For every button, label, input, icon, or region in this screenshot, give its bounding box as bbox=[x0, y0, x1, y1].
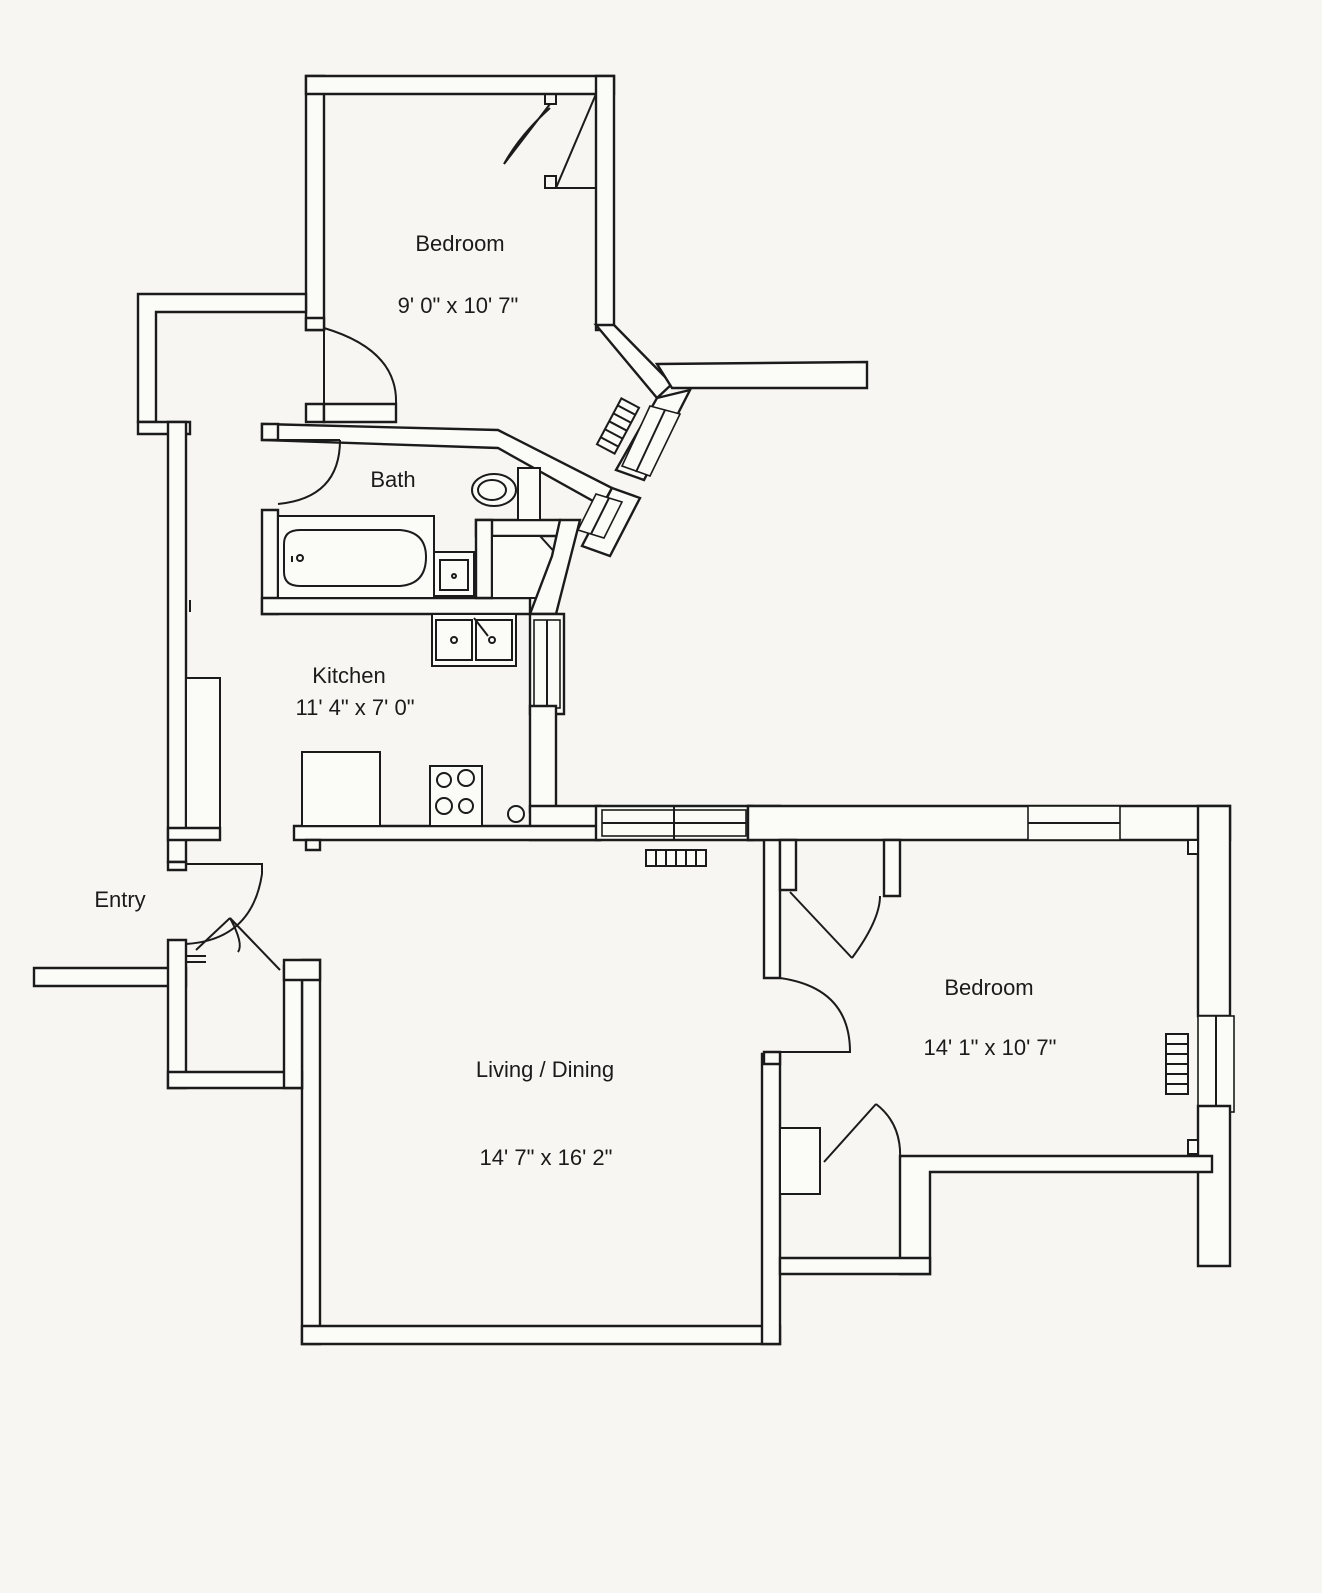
kitchen-sink bbox=[431, 613, 517, 667]
refrigerator bbox=[301, 751, 381, 827]
bath-walls bbox=[260, 422, 614, 616]
bedroom-2-name: Bedroom bbox=[944, 975, 1033, 1000]
kitchen-name: Kitchen bbox=[312, 663, 385, 688]
bedroom-1-name: Bedroom bbox=[415, 231, 504, 256]
bedroom-2-dimensions: 14' 1" x 10' 7" bbox=[924, 1035, 1057, 1060]
stove bbox=[429, 765, 525, 827]
hallway-walls bbox=[136, 292, 398, 864]
bathtub bbox=[277, 515, 435, 599]
entry-walls bbox=[32, 860, 322, 1090]
diagonal-exterior-wall bbox=[528, 388, 693, 616]
entry-name: Entry bbox=[94, 887, 145, 912]
living-dining-dimensions: 14' 7" x 16' 2" bbox=[480, 1145, 613, 1170]
kitchen-dimensions: 11' 4" x 7' 0" bbox=[295, 695, 414, 720]
bedroom-1-dimensions: 9' 0" x 10' 7" bbox=[398, 293, 519, 318]
living-dining-name: Living / Dining bbox=[476, 1057, 614, 1082]
bath-sink bbox=[433, 551, 475, 597]
bedroom-2-walls bbox=[746, 804, 1235, 1276]
bath-name: Bath bbox=[370, 467, 415, 492]
toilet bbox=[471, 467, 541, 521]
living-dining-walls bbox=[300, 804, 782, 1346]
kitchen-walls bbox=[166, 600, 602, 852]
bedroom-1-walls bbox=[304, 74, 869, 400]
